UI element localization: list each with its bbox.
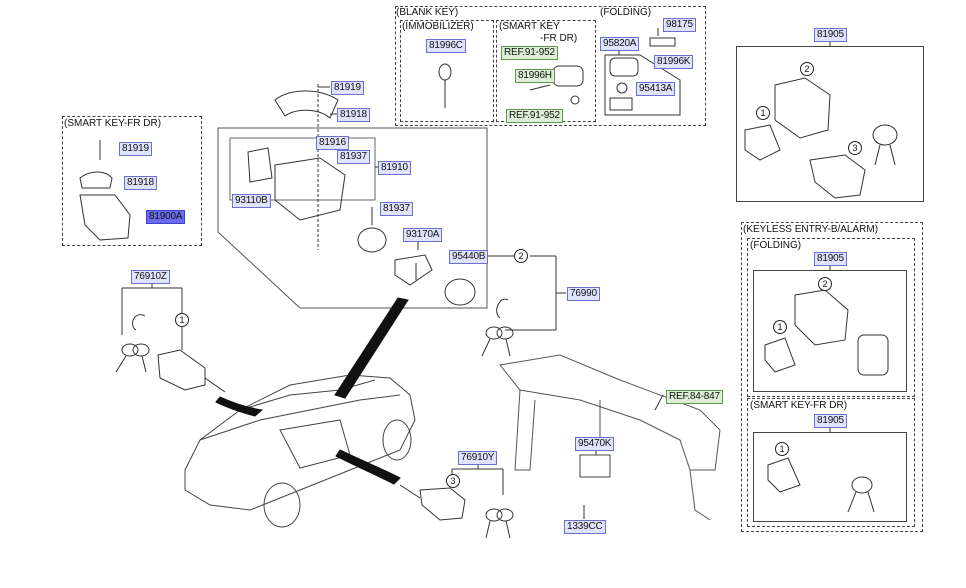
key-set-box-right-top [736, 46, 924, 202]
part-label-81905-folding[interactable]: 81905 [814, 252, 847, 266]
caption-smart-key-b: -FR DR) [540, 33, 578, 44]
smart-key-housing [79, 140, 131, 241]
part-label-76910Y[interactable]: 76910Y [458, 451, 498, 465]
callout-1-right-smart: 1 [775, 442, 789, 456]
ignition-set-right-bottom [767, 457, 875, 513]
part-label-76910Z[interactable]: 76910Z [131, 270, 170, 284]
callout-1-right-top: 1 [756, 106, 770, 120]
caption-blank-key: (BLANK KEY) [396, 7, 459, 18]
smart-key-group-left [62, 116, 202, 246]
ref-label-91-952-top[interactable]: REF.91-952 [501, 46, 558, 60]
part-label-81937-upper[interactable]: 81937 [337, 150, 370, 164]
key-set-box-folding [753, 270, 907, 392]
caption-folding-right: (FOLDING) [750, 240, 802, 251]
callout-1-left: 1 [175, 313, 189, 327]
ignition-inner-outline [229, 137, 376, 201]
part-label-81900A[interactable]: 81900A [146, 210, 186, 224]
part-label-81919-left[interactable]: 81919 [119, 142, 152, 156]
part-label-76990[interactable]: 76990 [567, 287, 600, 301]
callout-3-right-top: 3 [848, 141, 862, 155]
part-label-81910[interactable]: 81910 [378, 161, 411, 175]
pointer-door [335, 449, 401, 485]
part-label-93110B[interactable]: 93110B [232, 194, 271, 208]
lock-cylinder-bottom [399, 484, 466, 521]
folding-group-right [747, 238, 915, 397]
part-label-95440B[interactable]: 95440B [449, 250, 489, 264]
part-label-1339CC[interactable]: 1339CC [564, 520, 606, 534]
caption-immobilizer: (IMMOBILIZER) [402, 21, 474, 32]
part-label-81905-smart[interactable]: 81905 [814, 414, 847, 428]
ref-label-91-952-bottom[interactable]: REF.91-952 [506, 109, 563, 123]
callout-3-bottom: 3 [446, 474, 460, 488]
key-set-left [115, 314, 150, 373]
part-label-81918[interactable]: 81918 [337, 108, 370, 122]
part-label-95470K[interactable]: 95470K [575, 437, 615, 451]
part-label-81916[interactable]: 81916 [316, 136, 349, 150]
pointer-trunk [215, 396, 264, 417]
part-label-81905-top[interactable]: 81905 [814, 28, 847, 42]
blank-key-immobilizer [438, 63, 452, 108]
caption-keyless-entry: (KEYLESS ENTRY-B/ALARM) [743, 224, 879, 235]
ignition-set-right-top [744, 77, 898, 199]
steering-lock-pieces [247, 90, 476, 306]
part-label-95820A[interactable]: 95820A [600, 37, 640, 51]
car-illustration [184, 374, 416, 528]
caption-folding-top: (FOLDING) [600, 7, 652, 18]
pointer-roof [334, 297, 409, 399]
smart-key-group-right [747, 398, 915, 527]
immobilizer-group [400, 20, 494, 122]
caption-smart-key-right: (SMART KEY-FR DR) [750, 400, 848, 411]
lock-cylinder-left [157, 349, 226, 393]
ref-label-84-847[interactable]: REF.84-847 [666, 390, 723, 404]
part-label-81937-lower[interactable]: 81937 [380, 202, 413, 216]
callout-1-right-folding: 1 [773, 320, 787, 334]
part-label-81919[interactable]: 81919 [331, 81, 364, 95]
part-label-98175[interactable]: 98175 [663, 18, 696, 32]
part-label-95413A[interactable]: 95413A [636, 82, 676, 96]
callout-2-right-folding: 2 [818, 277, 832, 291]
keyless-entry-group [741, 222, 923, 532]
callout-2-right-top: 2 [800, 62, 814, 76]
part-label-81996C[interactable]: 81996C [426, 39, 466, 53]
part-label-93170A[interactable]: 93170A [403, 228, 443, 242]
key-set-box-smart [753, 432, 907, 522]
callout-2-center: 2 [514, 249, 528, 263]
part-label-81996K[interactable]: 81996K [654, 55, 694, 69]
part-label-81918-left[interactable]: 81918 [124, 176, 157, 190]
key-set-bottom [485, 508, 514, 539]
folding-key-fob [609, 28, 676, 111]
caption-smart-key-left: (SMART KEY-FR DR) [64, 118, 162, 129]
key-set-center [481, 298, 514, 357]
blank-key-group [395, 6, 706, 126]
part-label-81996H[interactable]: 81996H [515, 69, 555, 83]
caption-smart-key-a: (SMART KEY [499, 21, 560, 32]
